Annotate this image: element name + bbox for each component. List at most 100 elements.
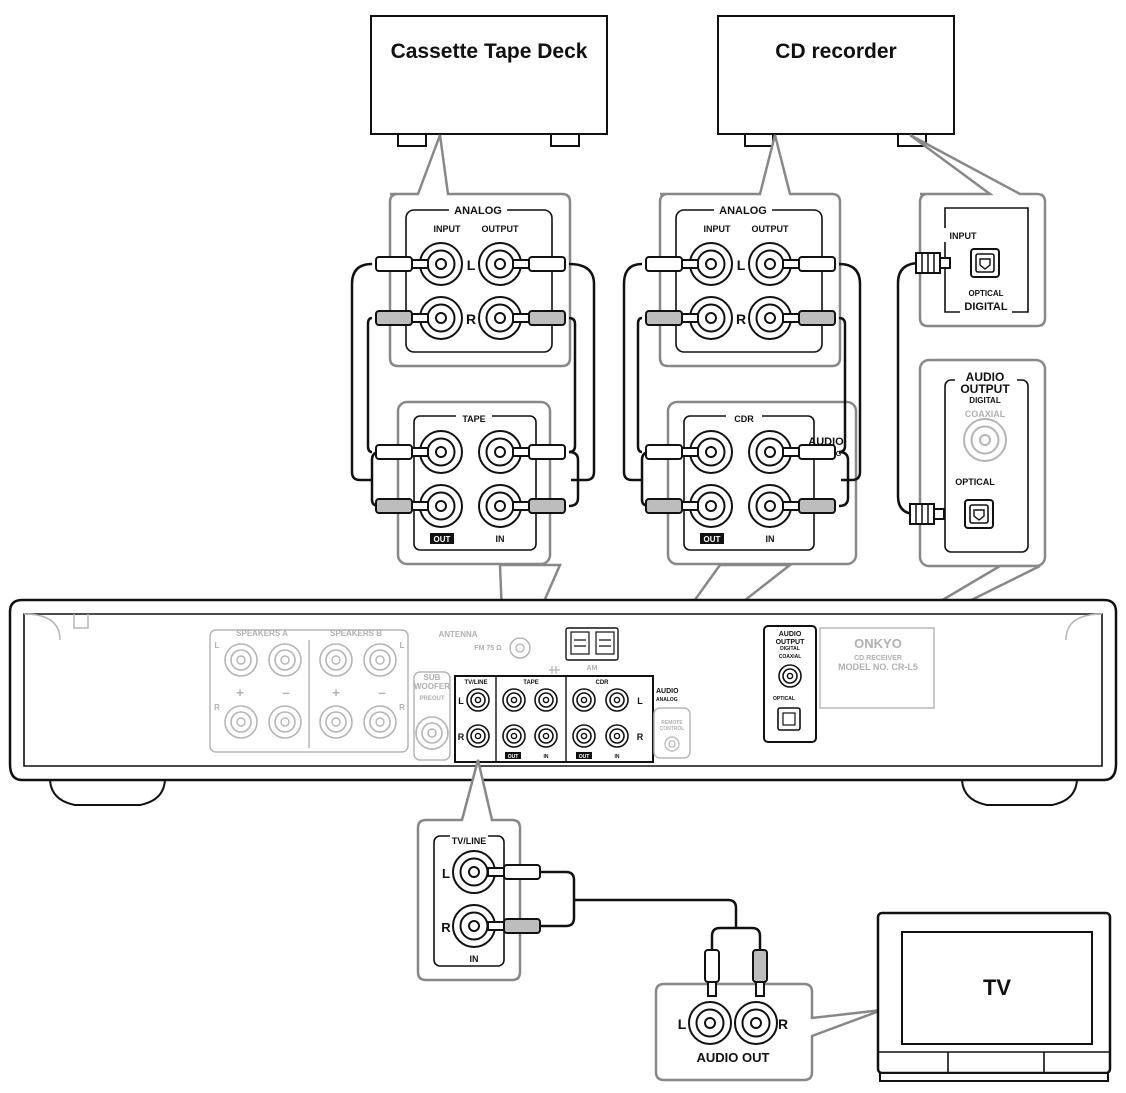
cdr-in-r-plug	[782, 498, 836, 514]
speaker-b-l-plus-terminal	[319, 643, 353, 677]
receiver-sub-label: SUB	[424, 673, 441, 682]
cdr-out-l-plug	[645, 444, 699, 460]
tape-zoom-label: TAPE	[462, 414, 485, 424]
receiver-dig-coaxial-label: COAXIAL	[779, 654, 802, 660]
digital-output-zoom-panel: AUDIO OUTPUT DIGITAL COAXIAL OPTICAL	[918, 358, 1047, 568]
cdr-output-l-plug	[782, 256, 836, 272]
tv-audio-l-label: L	[678, 1016, 687, 1032]
speaker-b-minus-label: –	[378, 685, 385, 700]
receiver-analog-label: ANALOG	[656, 697, 678, 703]
cassette-input-l-plug	[375, 256, 429, 272]
receiver-dig-output-label: OUTPUT	[776, 639, 806, 646]
receiver-cdr-r-label: R	[637, 732, 644, 742]
receiver-tape-in-r-jack	[534, 724, 558, 748]
speaker-a-minus-label: –	[282, 685, 289, 700]
cdr-optical-label: OPTICAL	[968, 289, 1003, 298]
optical-cable	[896, 261, 921, 516]
tape-out-r-plug	[375, 498, 429, 514]
receiver-cdr-out-l-jack	[572, 688, 596, 712]
receiver-model-2-label: MODEL NO. CR-L5	[838, 662, 918, 672]
receiver-am-label: AM	[587, 665, 598, 672]
speaker-b-l-minus-terminal	[363, 643, 397, 677]
tv-audio-l-plug	[704, 949, 720, 983]
cd-recorder-title: CD recorder	[775, 40, 896, 63]
tape-in-r-plug	[512, 498, 566, 514]
cdr-analog-label: ANALOG	[719, 205, 767, 217]
tvline-r-plug	[487, 918, 541, 934]
cassette-cables	[350, 262, 596, 508]
cdr-optical-input-jack	[970, 248, 1000, 278]
receiver-cdr-label: CDR	[596, 680, 610, 686]
tv-audio-plugs	[704, 949, 768, 997]
receiver-control-label: CONTROL	[660, 726, 685, 732]
tv-audio-r-plug	[752, 949, 768, 983]
tvline-zoom-r-label: R	[441, 920, 451, 935]
receiver-preout-label: PREOUT	[419, 696, 444, 702]
speaker-b-plus-label: +	[332, 685, 340, 700]
speaker-b-r-minus-terminal	[363, 705, 397, 739]
receiver-tape-in-label: IN	[544, 754, 549, 760]
receiver-tape-out-l-jack	[502, 688, 526, 712]
digital-zoom-output-label: OUTPUT	[960, 382, 1010, 396]
cassette-input-r-plug	[375, 310, 429, 326]
cassette-analog-label: ANALOG	[454, 205, 502, 217]
cassette-right-label: R	[466, 311, 476, 327]
receiver-tvline-r-label: R	[458, 732, 465, 742]
receiver-cdr-in-label: IN	[615, 754, 620, 760]
cdr-output-r-plug	[782, 310, 836, 326]
digital-zoom-optical-label: OPTICAL	[955, 477, 995, 487]
cassette-deck-title: Cassette Tape Deck	[391, 40, 588, 63]
speaker-a-l-minus-terminal	[268, 643, 302, 677]
receiver-dig-optical-label: OPTICAL	[773, 696, 795, 702]
receiver-audio-label: AUDIO	[656, 688, 679, 695]
speaker-right-label-b: R	[399, 703, 405, 712]
cassette-tape-deck: Cassette Tape Deck	[370, 15, 608, 147]
speaker-a-plus-label: +	[236, 685, 244, 700]
cassette-output-r-plug	[512, 310, 566, 326]
cdr-input-r-plug	[645, 310, 699, 326]
tv-audio-out-panel: L R AUDIO OUT	[654, 982, 883, 1082]
receiver-tape-out-r-jack	[502, 724, 526, 748]
tv-title: TV	[983, 975, 1011, 1000]
tape-out-label: OUT	[434, 535, 451, 544]
cd-recorder: CD recorder	[717, 15, 955, 147]
cassette-output-label: OUTPUT	[482, 224, 520, 234]
cdr-zoom-panel: CDR AUDIO ANALOG OUT IN	[666, 400, 858, 566]
digital-zoom-audio-label: AUDIO	[966, 370, 1005, 384]
tape-out-l-plug	[375, 444, 429, 460]
cdr-output-label: OUTPUT	[752, 224, 790, 234]
receiver-coaxial-jack	[778, 664, 802, 688]
subwoofer-jack	[415, 716, 449, 750]
cdr-out-label: OUT	[704, 535, 721, 544]
cdr-digital-input-label: INPUT	[950, 231, 978, 241]
receiver-tvline-l-label: L	[458, 696, 464, 706]
receiver-speakers-b-label: SPEAKERS B	[330, 629, 382, 638]
tv: TV	[876, 911, 1112, 1082]
cdr-input-l-plug	[645, 256, 699, 272]
receiver-cdr-l-label: L	[637, 696, 643, 706]
receiver-brand-label: ONKYO	[854, 636, 902, 651]
speaker-b-r-plus-terminal	[319, 705, 353, 739]
digital-zoom-coaxial-label: COAXIAL	[965, 409, 1006, 419]
cdr-zoom-label: CDR	[734, 414, 754, 424]
digital-zoom-optical-jack	[964, 499, 994, 529]
cdr-digital-label: DIGITAL	[964, 301, 1007, 313]
cassette-output-l-plug	[512, 256, 566, 272]
receiver-dig-digital-label: DIGITAL	[780, 646, 800, 652]
cdr-in-l-plug	[782, 444, 836, 460]
tape-zoom-panel: TAPE OUT IN	[396, 400, 552, 566]
speaker-left-label-b: L	[400, 641, 405, 650]
receiver-tape-label: TAPE	[523, 680, 539, 686]
tv-audio-cable	[540, 870, 762, 950]
digital-zoom-coaxial-jack	[963, 418, 1007, 462]
receiver-tvline-label: TV/LINE	[464, 680, 487, 686]
tape-in-l-plug	[512, 444, 566, 460]
receiver-cdr-in-l-jack	[605, 688, 629, 712]
receiver-dig-audio-label: AUDIO	[779, 631, 802, 638]
speaker-right-label: R	[214, 703, 220, 712]
receiver-woofer-label: WOOFER	[414, 682, 450, 691]
tv-audio-r-label: R	[778, 1016, 788, 1032]
cdr-right-label: R	[736, 311, 746, 327]
speaker-a-r-plus-terminal	[224, 705, 258, 739]
